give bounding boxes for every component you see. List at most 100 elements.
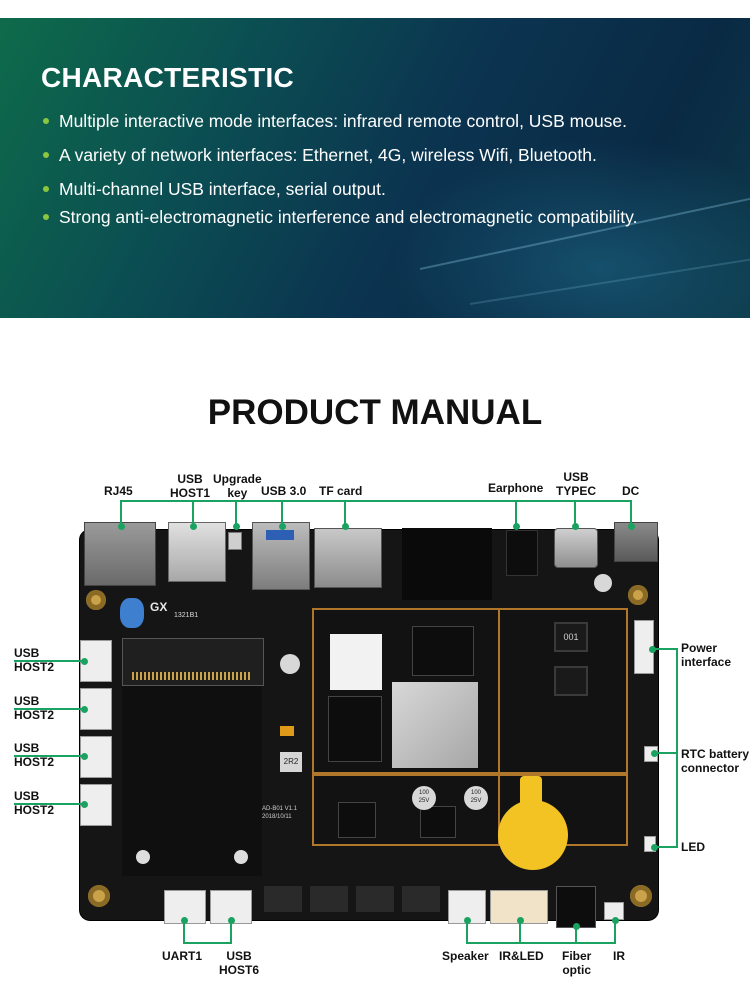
capacitor: 100 25V (464, 786, 488, 810)
inductor: 001 (554, 622, 588, 652)
usb-typec-port (554, 528, 598, 568)
leader-dot (464, 917, 471, 924)
leader-line (281, 500, 283, 526)
bullet-dot (43, 152, 49, 158)
leader-line (614, 920, 616, 944)
leader-dot (517, 917, 524, 924)
leader-line (14, 708, 84, 710)
leader-line (654, 752, 678, 754)
product-manual-title: PRODUCT MANUAL (207, 393, 543, 432)
leader-line (14, 803, 84, 805)
label-upgrade-key: Upgrade key (213, 472, 262, 500)
ram-chip (412, 626, 474, 676)
leader-line (192, 500, 194, 526)
label-tf-card: TF card (319, 484, 363, 498)
label-usb-host2: USB HOST2 (14, 789, 55, 817)
label-ir-led: IR&LED (499, 949, 544, 963)
inductor: 2R2 (280, 752, 302, 772)
board-mount (234, 850, 248, 864)
label-led: LED (681, 840, 705, 854)
blue-capacitor (120, 598, 144, 628)
board-mount (136, 850, 150, 864)
leader-dot (118, 523, 125, 530)
dc-jack (614, 522, 658, 562)
gx-sub-label: 1321B1 (174, 612, 199, 619)
leader-line (652, 648, 678, 650)
leader-line (14, 755, 84, 757)
mounting-hole (628, 585, 648, 605)
bullet-dot (43, 118, 49, 124)
leader-dot (279, 523, 286, 530)
label-speaker: Speaker (442, 949, 489, 963)
characteristic-item-text: Multiple interactive mode interfaces: in… (59, 111, 628, 131)
label-ir: IR (613, 949, 625, 963)
characteristic-item-text: Strong anti-electromagnetic interference… (59, 207, 638, 227)
leader-dot (651, 750, 658, 757)
characteristic-title: CHARACTERISTIC (41, 62, 295, 93)
usb30-tongue (266, 530, 294, 540)
leader-dot (181, 917, 188, 924)
circuit-board: GX 1321B1 001 2R2 100 25V 100 25V AD-B01… (80, 522, 658, 928)
label-dc: DC (622, 484, 640, 498)
orange-capacitor (280, 726, 294, 736)
label-usb-host2: USB HOST2 (14, 646, 55, 674)
leader-dot (81, 753, 88, 760)
leader-dot (233, 523, 240, 530)
codec-chip (420, 806, 456, 838)
earphone-jack (506, 530, 538, 576)
leader-dot (190, 523, 197, 530)
leader-dot (573, 923, 580, 930)
leader-line (235, 500, 237, 526)
characteristic-item: Multiple interactive mode interfaces: in… (41, 108, 637, 136)
leader-line (466, 920, 468, 944)
label-earphone: Earphone (488, 481, 544, 495)
mounting-hole (86, 590, 106, 610)
leader-dot (81, 801, 88, 808)
upgrade-key-button (228, 532, 242, 550)
rtc-battery (498, 800, 568, 870)
leader-dot (649, 646, 656, 653)
speaker-connector (448, 890, 486, 924)
capacitor (594, 574, 612, 592)
leader-dot (81, 658, 88, 665)
leader-line (230, 920, 232, 944)
label-usb-typec: USB TYPEC (556, 470, 597, 498)
leader-line (519, 920, 521, 944)
characteristic-banner: CHARACTERISTIC Multiple interactive mode… (0, 18, 750, 318)
leader-dot (628, 523, 635, 530)
leader-dot (572, 523, 579, 530)
board-revision: AD-B01 V1.1 (262, 806, 298, 812)
mounting-hole (88, 885, 110, 907)
slot-contacts (132, 672, 252, 680)
label-power-interface: Power interface (681, 641, 732, 669)
fiber-optic-port (556, 886, 596, 928)
usb-host1-port (168, 522, 226, 582)
gx-label: GX (150, 600, 168, 614)
characteristic-item: Multi-channel USB interface, serial outp… (41, 176, 637, 204)
white-sticker (330, 634, 382, 690)
dark-module (402, 528, 492, 600)
characteristic-item-text: Multi-channel USB interface, serial outp… (59, 179, 386, 199)
tf-card-slot (314, 528, 382, 588)
leader-line (14, 660, 84, 662)
leader-line (120, 500, 122, 526)
bullet-dot (43, 214, 49, 220)
leader-line (345, 500, 631, 502)
leader-line (344, 500, 346, 526)
leader-dot (651, 844, 658, 851)
leader-line (466, 942, 616, 944)
card-area (122, 686, 262, 876)
leader-dot (81, 706, 88, 713)
audio-chip (338, 802, 376, 838)
leader-line (574, 500, 576, 526)
leader-line (676, 648, 678, 848)
leader-line (654, 846, 678, 848)
inductor (554, 666, 588, 696)
label-usb-host2: USB HOST2 (14, 741, 55, 769)
label-usb-host2: USB HOST2 (14, 694, 55, 722)
label-usb-host1: USB HOST1 (170, 472, 211, 500)
capacitor: 100 25V (412, 786, 436, 810)
bullet-dot (43, 186, 49, 192)
leader-line (183, 920, 185, 944)
leader-line (183, 942, 232, 944)
